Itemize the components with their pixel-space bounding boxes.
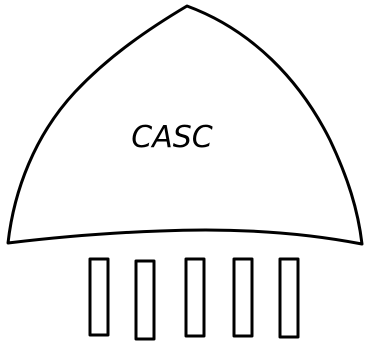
bar-1: [90, 259, 108, 335]
bar-5: [280, 259, 298, 337]
bar-2: [136, 261, 154, 339]
bar-4: [234, 259, 252, 336]
bar-3: [186, 259, 204, 336]
casc-label: CASC: [131, 120, 213, 155]
bar-group: [90, 259, 298, 339]
